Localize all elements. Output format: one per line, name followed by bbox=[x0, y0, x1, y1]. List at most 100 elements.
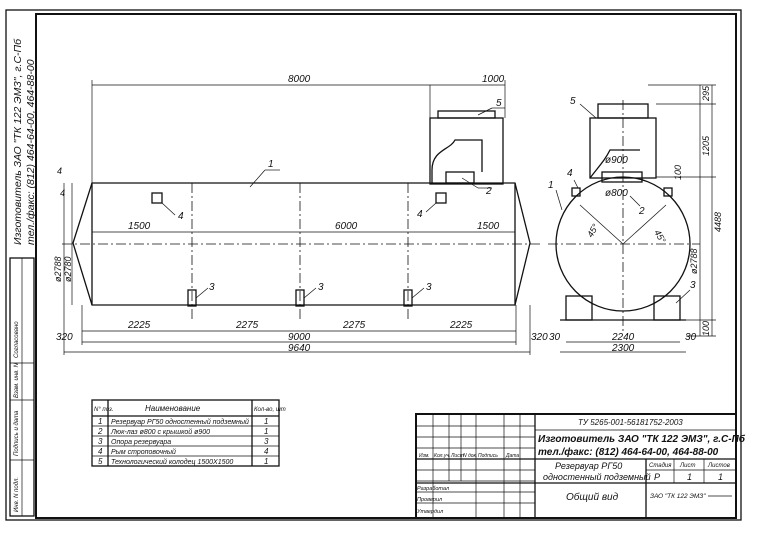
margin-label-sign: Подпись и дата bbox=[14, 410, 20, 456]
dim-height-gap: 100 bbox=[673, 165, 683, 180]
title-sheets-label: Листов bbox=[707, 463, 730, 469]
margin-label-inv: Взам. инв. N bbox=[14, 362, 20, 398]
callout-support-mid: 3 bbox=[318, 282, 324, 293]
dim-height-total: 4488 bbox=[713, 212, 723, 232]
dim-support-seg2: 2275 bbox=[235, 320, 259, 331]
dim-support-seg1: 2225 bbox=[127, 320, 151, 331]
dim-end-left: 320 bbox=[56, 332, 73, 343]
callout-support: 3 bbox=[209, 282, 215, 293]
end-callout-hatch: 2 bbox=[638, 206, 645, 217]
parts-row5-pos: 5 bbox=[98, 457, 103, 466]
inner-frame bbox=[35, 13, 737, 519]
end-callout-sling: 4 bbox=[567, 168, 573, 179]
hatch-neck bbox=[445, 171, 475, 184]
left-margin: Изготовитель ЗАО "ТК 122 ЭМЗ", г.С-Пб те… bbox=[9, 38, 37, 517]
title-view-name: Общий вид bbox=[566, 491, 619, 503]
dim-angle-right: 45° bbox=[652, 228, 668, 245]
title-col-doc: N док. bbox=[463, 453, 477, 459]
title-col-list: Лист bbox=[450, 453, 464, 459]
dim-hatch-dia: ø900 bbox=[605, 155, 628, 166]
dim-diam-inner: ø2780 bbox=[63, 256, 73, 282]
margin-manufacturer: Изготовитель ЗАО "ТК 122 ЭМЗ", г.С-Пб bbox=[12, 38, 24, 245]
parts-row1-name: Резервуар РГ50 одностенный подземный bbox=[111, 418, 249, 426]
parts-row2-name: Люк-лаз ø800 с крышкой ø900 bbox=[110, 428, 210, 436]
margin-label-orig: Инв. N подл. bbox=[14, 477, 20, 512]
callout-well: 5 bbox=[496, 98, 502, 109]
title-sheets-value: 1 bbox=[718, 472, 723, 482]
end-callout-well: 5 bbox=[570, 96, 576, 107]
dim-end-diam: ø2788 bbox=[689, 248, 699, 274]
dim-support-seg4: 2225 bbox=[449, 320, 473, 331]
title-product-line2: одностенный подземный bbox=[543, 472, 651, 482]
dim-height-bottom: 100 bbox=[701, 321, 711, 336]
end-callout-support: 3 bbox=[690, 280, 696, 291]
callout-shell: 1 bbox=[268, 159, 274, 170]
end-callout-shell: 1 bbox=[548, 180, 554, 191]
dim-height-well: 1205 bbox=[701, 135, 711, 156]
title-stage-value: Р bbox=[654, 472, 660, 482]
title-role-check: Проверил bbox=[417, 497, 442, 503]
title-manufacturer: Изготовитель ЗАО "ТК 122 ЭМЗ", г.С-Пб bbox=[538, 433, 746, 445]
parts-row2-qty: 1 bbox=[264, 427, 268, 436]
parts-table: N° поз. Наименование Кол-во, шт 1 Резерв… bbox=[91, 399, 286, 467]
dim-base-width: 2240 bbox=[611, 332, 635, 343]
title-doc-code: ТУ 5265-001-56181752-2003 bbox=[578, 418, 683, 427]
parts-row4-qty: 4 bbox=[264, 447, 269, 456]
dim-overall-width: 2300 bbox=[611, 343, 635, 354]
sling-lug-right bbox=[435, 192, 447, 204]
dim-base-left: 30 bbox=[549, 332, 561, 343]
dim-small-right: 4 bbox=[60, 188, 65, 198]
parts-row3-name: Опора резервуара bbox=[111, 439, 171, 446]
margin-label-agreed: Согласовано bbox=[14, 321, 20, 358]
end-sling-right bbox=[663, 187, 673, 197]
parts-row3-pos: 3 bbox=[98, 437, 103, 446]
callout-sling-right: 4 bbox=[417, 209, 423, 220]
dim-spacing-left: 1500 bbox=[128, 221, 151, 232]
side-view: 8000 1000 1500 6000 1500 2225 2275 2275 … bbox=[53, 74, 548, 355]
title-col-kol: Кол.уч. bbox=[434, 453, 450, 459]
parts-row1-pos: 1 bbox=[98, 417, 102, 426]
title-col-sign: Подпись bbox=[478, 453, 498, 459]
parts-header-qty: Кол-во, шт bbox=[254, 407, 286, 413]
title-company: ЗАО "ТК 122 ЭМЗ" bbox=[650, 493, 706, 500]
dim-hatch-offset: 1000 bbox=[482, 74, 505, 85]
dim-height-top: 295 bbox=[701, 85, 711, 102]
end-support-right bbox=[653, 295, 681, 321]
callout-support-right: 3 bbox=[426, 282, 432, 293]
title-stage-label: Стадия bbox=[649, 463, 672, 469]
title-sheet-value: 1 bbox=[687, 472, 692, 482]
end-view: ø900 ø800 45° 45° 295 1205 4488 100 100 … bbox=[548, 84, 723, 354]
sling-lug-left bbox=[151, 192, 163, 204]
dim-base-right: 30 bbox=[685, 332, 697, 343]
parts-row1-qty: 1 bbox=[264, 417, 268, 426]
dim-support-seg3: 2275 bbox=[342, 320, 366, 331]
dim-overall-length: 9640 bbox=[288, 343, 311, 354]
end-support-left bbox=[565, 295, 593, 321]
title-phone: тел./факс: (812) 464-64-00, 464-88-00 bbox=[538, 446, 719, 458]
parts-row5-name: Технологический колодец 1500Х1500 bbox=[111, 458, 233, 466]
dim-end-right: 320 bbox=[531, 332, 548, 343]
dim-angle-left: 45° bbox=[585, 222, 601, 239]
dim-spacing-right: 1500 bbox=[477, 221, 500, 232]
dim-inner-length: 9000 bbox=[288, 332, 311, 343]
outer-frame bbox=[5, 9, 742, 521]
dim-small-left: 4 bbox=[57, 166, 62, 176]
parts-header-pos: N° поз. bbox=[94, 407, 113, 413]
parts-row3-qty: 3 bbox=[264, 437, 269, 446]
callout-hatch: 2 bbox=[485, 186, 492, 197]
title-sheet-label: Лист bbox=[679, 463, 695, 469]
parts-row4-name: Рым строповочный bbox=[111, 448, 176, 456]
end-hatch-neck bbox=[601, 171, 643, 183]
parts-row2-pos: 2 bbox=[97, 427, 103, 436]
end-sling-left bbox=[571, 187, 581, 197]
dim-total-body: 8000 bbox=[288, 74, 311, 85]
tech-well bbox=[429, 117, 504, 185]
parts-row5-qty: 1 bbox=[264, 457, 268, 466]
dim-spacing-middle: 6000 bbox=[335, 221, 358, 232]
margin-phone: тел./факс: (812) 464-64-00, 464-88-00 bbox=[25, 59, 37, 245]
title-col-date: Дата bbox=[505, 453, 519, 459]
callout-sling-left: 4 bbox=[178, 211, 184, 222]
well-cap bbox=[437, 110, 496, 119]
title-col-izm: Изм. bbox=[419, 453, 430, 459]
